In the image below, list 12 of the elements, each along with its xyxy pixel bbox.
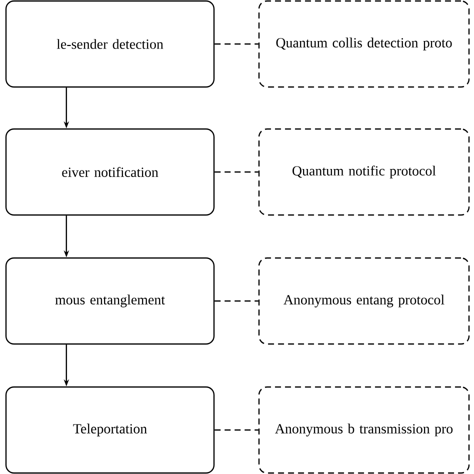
connector-line: [214, 429, 258, 431]
connector-line: [214, 43, 258, 45]
connector-line: [214, 300, 258, 302]
protocol-box: Quantum collis detection proto: [258, 0, 470, 88]
protocol-box: Quantum notific protocol: [258, 128, 470, 216]
step-box: Teleportation: [5, 386, 215, 474]
connector-line: [214, 171, 258, 173]
step-box: mous entanglement: [5, 257, 215, 345]
step-box: le-sender detection: [5, 0, 215, 88]
protocol-box: Anonymous b transmission pro: [258, 386, 470, 474]
protocol-box: Anonymous entang protocol: [258, 257, 470, 345]
step-box: eiver notification: [5, 128, 215, 216]
